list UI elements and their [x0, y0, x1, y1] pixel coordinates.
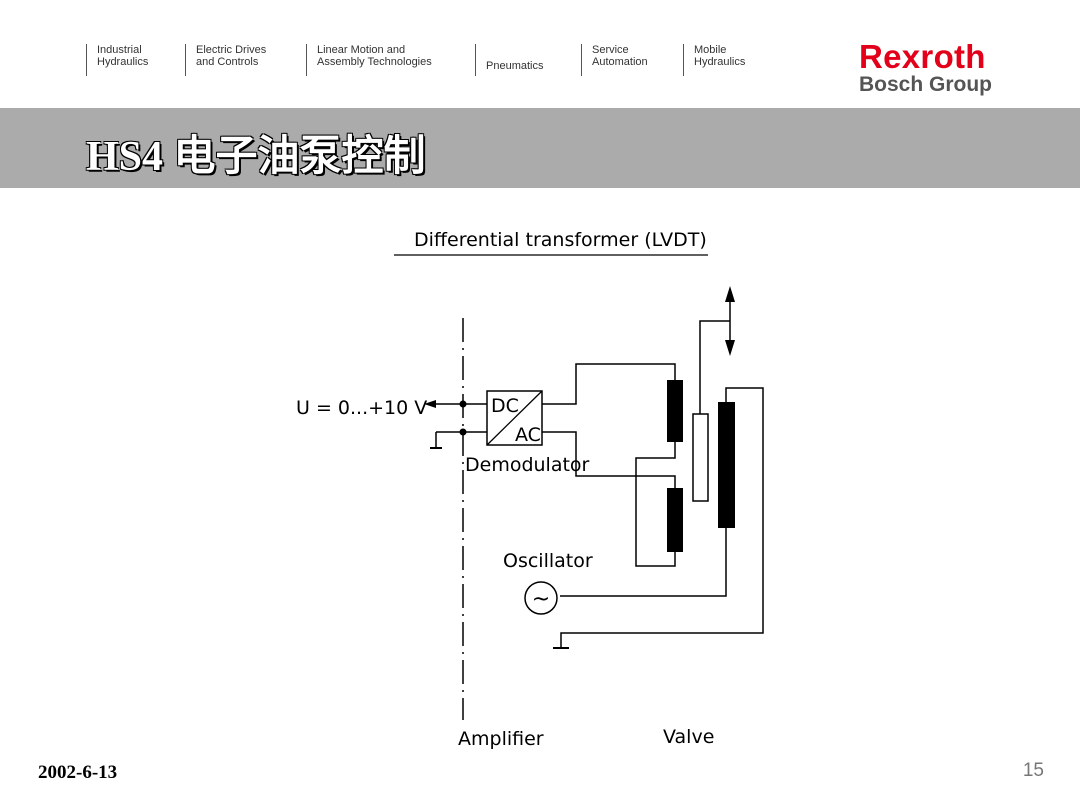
demodulator-block — [486, 390, 543, 446]
nav-item-electric-drives[interactable]: Electric Drives and Controls — [185, 44, 266, 76]
nav-item-line2: Assembly Technologies — [317, 56, 432, 68]
header-nav: Industrial Hydraulics Electric Drives an… — [0, 40, 830, 80]
lvdt-diagram: Differential transformer (LVDT) U = 0...… — [296, 229, 764, 750]
secondary-coil-bottom — [667, 488, 683, 552]
nav-item-linear-motion[interactable]: Linear Motion and Assembly Technologies — [306, 44, 432, 76]
oscillator-symbol: ~ — [532, 587, 550, 612]
ground-symbol — [430, 428, 487, 449]
brand-name: Rexroth — [858, 38, 986, 75]
nav-item-line1: Electric Drives — [196, 44, 267, 56]
slide-title: HS4 电子油泵控制 — [86, 134, 426, 180]
diagram-title: Differential transformer (LVDT) — [414, 229, 707, 251]
nav-item-service-automation[interactable]: Service Automation — [581, 44, 648, 76]
valve-label: Valve — [663, 726, 714, 748]
title-band: HS4 电子油泵控制 — [0, 108, 1080, 188]
brand-logo: Rexroth Bosch Group — [859, 40, 992, 96]
brand-group: Bosch Group — [858, 73, 992, 96]
nav-item-industrial-hydraulics[interactable]: Industrial Hydraulics — [86, 44, 148, 76]
nav-item-line1: Linear Motion and — [317, 44, 406, 56]
dc-label: DC — [491, 395, 519, 417]
oscillator-circle — [524, 581, 558, 615]
primary-coil — [718, 402, 735, 528]
voltage-label: U = 0...+10 V — [296, 397, 427, 419]
secondary-coil-top — [667, 380, 683, 442]
demodulator-label: Demodulator — [465, 454, 590, 476]
oscillator-label: Oscillator — [503, 550, 593, 572]
nav-item-line2: Automation — [592, 56, 648, 68]
nav-item-mobile-hydraulics[interactable]: Mobile Hydraulics — [683, 44, 745, 76]
nav-item-line1: Mobile — [694, 44, 727, 56]
ac-label: AC — [515, 424, 541, 446]
nav-item-line1: Service — [592, 44, 629, 56]
footer-date: 2002-6-13 — [38, 762, 118, 783]
output-arrow — [424, 400, 487, 408]
nav-item-pneumatics[interactable]: Pneumatics — [475, 44, 543, 76]
nav-item-line2: Hydraulics — [97, 56, 149, 68]
amplifier-label: Amplifier — [458, 728, 544, 750]
coil-wiring — [542, 363, 676, 567]
page-number: 15 — [1022, 760, 1044, 781]
nav-item-line1: Industrial — [97, 44, 142, 56]
nav-item-line2: and Controls — [196, 56, 259, 68]
nav-item-line2: Hydraulics — [694, 56, 746, 68]
movable-core — [692, 286, 735, 502]
nav-item-line1: Pneumatics — [486, 60, 544, 72]
primary-wiring — [560, 387, 764, 648]
